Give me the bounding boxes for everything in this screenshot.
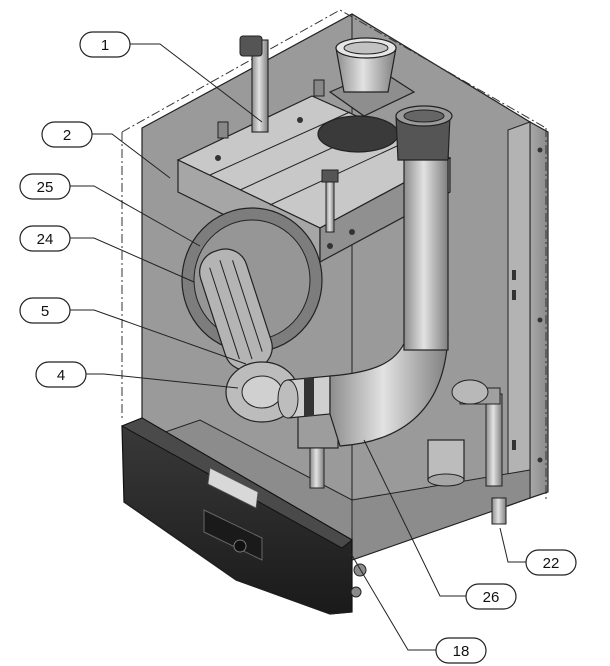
control-display <box>203 509 263 561</box>
callout-leaders <box>70 43 526 651</box>
callout-24: 24 <box>19 225 71 252</box>
vent-pipe-vertical <box>403 129 449 351</box>
cabinet-right-flange <box>507 121 531 507</box>
callout-18: 18 <box>435 637 487 664</box>
callout-1: 1 <box>79 31 131 58</box>
callout-label: 1 <box>101 37 109 54</box>
top-vent-connections <box>217 35 453 233</box>
rating-label <box>207 467 259 509</box>
callout-label: 2 <box>63 127 71 144</box>
callout-5: 5 <box>19 297 71 324</box>
vent-elbow <box>317 115 399 153</box>
bottom-connections <box>350 497 507 598</box>
callout-label: 26 <box>483 589 500 606</box>
control-knob <box>233 539 247 553</box>
callout-label: 24 <box>37 231 54 248</box>
control-panel-housing <box>120 417 353 615</box>
callout-label: 18 <box>453 643 470 660</box>
cabinet-right-panel <box>529 120 549 499</box>
callout-25: 25 <box>19 173 71 200</box>
callout-26: 26 <box>465 583 517 610</box>
burner-assembly <box>181 207 323 371</box>
burner-door <box>199 248 273 371</box>
callout-label: 25 <box>37 179 54 196</box>
callout-2: 2 <box>41 121 93 148</box>
callout-label: 22 <box>543 555 560 572</box>
callout-label: 4 <box>57 367 65 384</box>
callout-label: 5 <box>41 303 49 320</box>
callout-22: 22 <box>525 549 577 576</box>
callout-4: 4 <box>35 361 87 388</box>
relief-pipe <box>485 393 503 487</box>
